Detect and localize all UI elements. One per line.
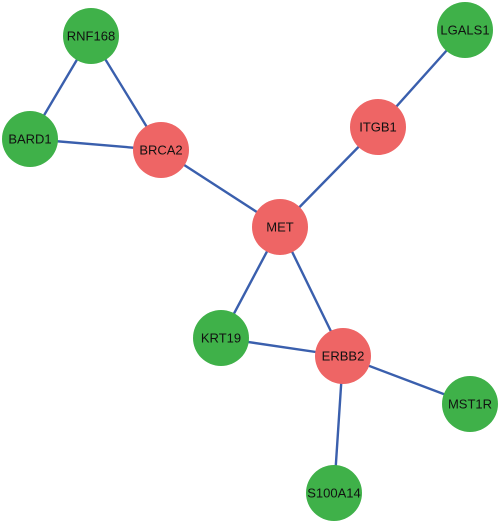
node-rnf168: RNF168 xyxy=(63,8,119,64)
node-erbb2: ERBB2 xyxy=(315,328,371,384)
node-krt19: KRT19 xyxy=(193,310,249,366)
node-circle xyxy=(315,328,371,384)
node-s100a14: S100A14 xyxy=(306,465,362,521)
node-label: KRT19 xyxy=(201,331,241,346)
node-label: ERBB2 xyxy=(322,349,365,364)
node-label: MET xyxy=(266,220,294,235)
node-brca2: BRCA2 xyxy=(133,122,189,178)
node-circle xyxy=(252,199,308,255)
node-label: RNF168 xyxy=(67,29,115,44)
node-label: ITGB1 xyxy=(359,120,397,135)
node-label: BRCA2 xyxy=(139,143,182,158)
node-label: S100A14 xyxy=(307,486,361,501)
edges-layer xyxy=(28,28,472,495)
node-circle xyxy=(2,111,58,167)
node-circle xyxy=(442,376,498,432)
node-bard1: BARD1 xyxy=(2,111,58,167)
node-label: BARD1 xyxy=(8,132,51,147)
node-label: LGALS1 xyxy=(440,23,489,38)
node-circle xyxy=(193,310,249,366)
node-circle xyxy=(63,8,119,64)
node-itgb1: ITGB1 xyxy=(350,99,406,155)
node-circle xyxy=(437,2,493,58)
node-circle xyxy=(306,465,362,521)
node-label: MST1R xyxy=(448,397,492,412)
node-circle xyxy=(350,99,406,155)
node-met: MET xyxy=(252,199,308,255)
node-lgals1: LGALS1 xyxy=(437,2,493,58)
node-circle xyxy=(133,122,189,178)
node-mst1r: MST1R xyxy=(442,376,498,432)
